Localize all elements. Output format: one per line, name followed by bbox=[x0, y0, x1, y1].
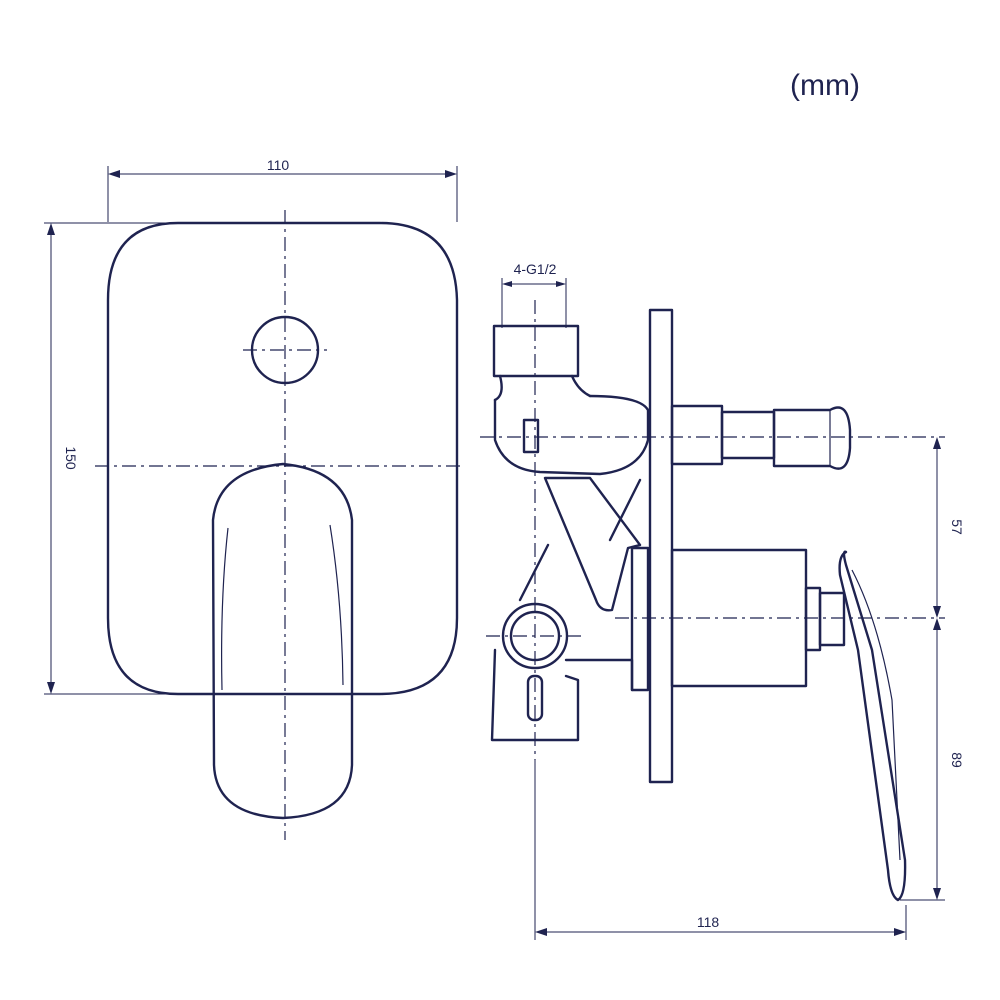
width-dimension: 110 bbox=[107, 157, 458, 222]
side-lever-highlight bbox=[851, 569, 901, 861]
thread-spec-label: 4-G1/2 bbox=[514, 261, 557, 277]
depth-dimension: 118 bbox=[534, 760, 907, 940]
total-depth-label: 118 bbox=[697, 914, 720, 930]
lever-handle-inner-right bbox=[329, 524, 344, 686]
height-dimension: 150 bbox=[44, 222, 180, 695]
drain-stem bbox=[526, 674, 544, 722]
lower-spacing-dimension: 89 bbox=[900, 618, 965, 901]
plate-height-label: 150 bbox=[63, 446, 79, 470]
cover-plate bbox=[106, 221, 459, 696]
lower-body bbox=[630, 546, 650, 692]
diagonal-strut bbox=[543, 476, 642, 612]
lever-handle-inner-left bbox=[221, 527, 229, 691]
diagonal-strut-back bbox=[518, 478, 642, 602]
lower-spacing-label: 89 bbox=[949, 752, 965, 768]
upper-spacing-label: 57 bbox=[949, 519, 965, 535]
upper-spindle-cap bbox=[772, 406, 852, 470]
wall-plate bbox=[648, 308, 674, 784]
unit-label: (mm) bbox=[790, 69, 860, 102]
cartridge-ring bbox=[804, 586, 822, 652]
outlet-body bbox=[490, 648, 634, 742]
front-view bbox=[95, 210, 465, 840]
upper-spindle-base bbox=[670, 404, 724, 466]
valve-body-upper bbox=[493, 394, 650, 476]
lever-handle bbox=[211, 462, 354, 820]
plate-width-label: 110 bbox=[267, 157, 290, 173]
top-inlet-neck bbox=[493, 374, 592, 402]
top-inlet-fitting bbox=[492, 324, 580, 378]
cartridge-stem bbox=[818, 591, 846, 647]
upper-spindle-mid bbox=[720, 410, 776, 460]
side-view: 4-G1/2 bbox=[480, 261, 945, 902]
side-lever-handle bbox=[838, 550, 907, 902]
upper-spacing-dimension: 57 bbox=[933, 437, 965, 618]
body-slot bbox=[522, 418, 540, 454]
